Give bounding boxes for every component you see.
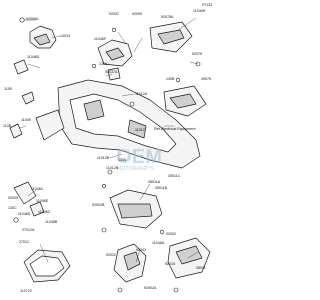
bracket-left-clip (21, 91, 35, 105)
part-label: 92002 (166, 232, 176, 236)
bolt-1 (19, 17, 25, 23)
bracket-left-mid (13, 59, 29, 75)
diagram-code: F2133 (202, 3, 213, 7)
part-label: 92022 (106, 253, 116, 257)
part-label: 35011A (148, 180, 161, 184)
part-label: 11012A (135, 92, 148, 96)
bolt-13 (173, 287, 179, 293)
reference-note: Ref.Electrical Equipment (154, 127, 196, 131)
part-label: 92009 (132, 12, 142, 16)
bolt-3 (91, 63, 97, 69)
diagram-artwork (9, 17, 211, 293)
bracket-upper-mid (107, 67, 121, 81)
bolt-9 (13, 217, 19, 223)
part-label: 1306 (99, 62, 107, 66)
bracket-lower-left (13, 181, 37, 205)
part-label: 1306 (118, 158, 126, 162)
part-label: 11072C (20, 289, 33, 293)
watermark-subtitle: MOTORPARTS (117, 166, 155, 172)
frame-left-arm (35, 109, 65, 141)
bolt-6 (129, 101, 135, 107)
part-label: 11046C (31, 187, 44, 191)
part-label: 35011C (168, 174, 181, 178)
bolt-5 (175, 77, 181, 83)
bracket-left-lower (9, 123, 23, 139)
part-label: 92009 (8, 196, 18, 200)
watermark-brand: OEM (116, 146, 163, 168)
part-label: 11049 (21, 118, 31, 122)
part-label: 27012 (19, 240, 29, 244)
part-label: 92009A (26, 17, 39, 21)
part-label: 1105 (4, 87, 12, 91)
bolt-11 (159, 229, 165, 235)
part-label: 27012A (22, 228, 35, 232)
part-label: 130C (8, 206, 17, 210)
part-label: 92037 (109, 12, 119, 16)
part-label: 11046D (27, 55, 40, 59)
part-label: 11012B (97, 156, 110, 160)
part-label: 11012 (135, 128, 145, 132)
part-label: 92002A (144, 286, 157, 290)
part-label: 92015 (165, 262, 175, 266)
part-label: 35011 (196, 266, 206, 270)
part-label: 11046E (36, 199, 49, 203)
part-label: 130B (166, 77, 175, 81)
part-label: 110B (3, 124, 12, 128)
parts-diagram: OEM MOTORPARTS F2133 92009A 14024 11046D… (3, 3, 213, 293)
part-label: 11046C (38, 210, 51, 214)
part-label: 92002B (92, 203, 105, 207)
part-label: 11012B (106, 166, 119, 170)
part-label: 35011B (155, 186, 168, 190)
part-label: 11046D (18, 212, 31, 216)
part-label: 92075 (192, 52, 202, 56)
part-label: 92075A (161, 15, 174, 19)
part-label: 92043 (136, 248, 146, 252)
bolt-10 (101, 227, 107, 233)
bolt-2 (111, 27, 117, 33)
part-label: 11049H (193, 9, 206, 13)
part-label: 11046B (45, 220, 58, 224)
bolt-7 (107, 169, 113, 175)
bolt-12 (117, 287, 123, 293)
part-label: 14024 (60, 34, 70, 38)
part-label: 49075 (201, 77, 211, 81)
bolt-8 (102, 184, 106, 188)
part-label: 92037A (105, 70, 118, 74)
part-label: 11046A (152, 241, 165, 245)
part-label: 11046F (94, 37, 106, 41)
